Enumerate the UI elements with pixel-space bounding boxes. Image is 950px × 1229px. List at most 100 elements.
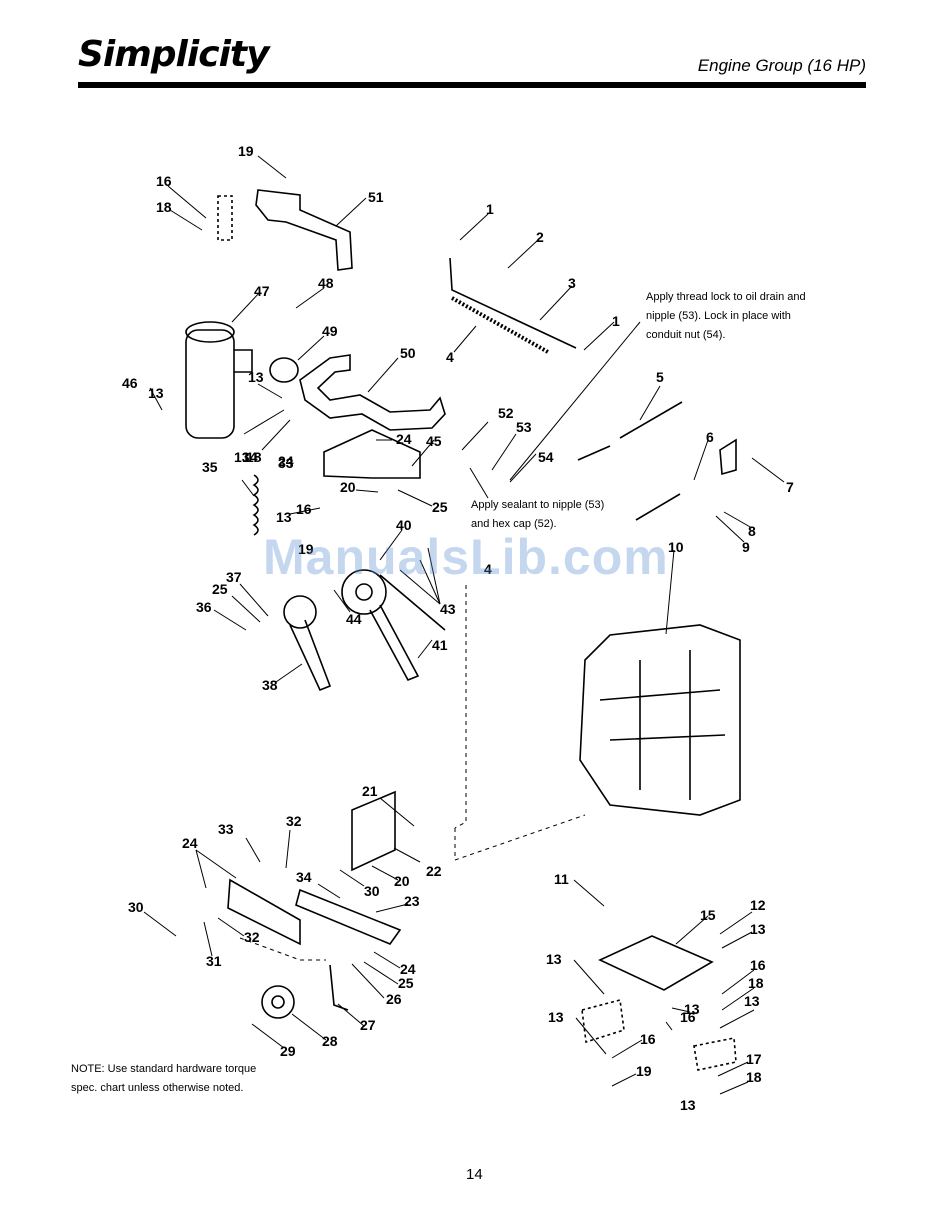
thread-lock-instruction: Apply thread lock to oil drain and nippl… (646, 291, 806, 341)
callout-label: 53 (516, 419, 532, 435)
callout-label: 24 (182, 835, 198, 851)
callout-label: 13 (248, 369, 264, 385)
page-header: Simplicity Engine Group (16 HP) (78, 30, 866, 92)
callout-label: 9 (742, 539, 750, 555)
leader-lines (143, 155, 785, 1095)
callout-label: 35 (202, 459, 218, 475)
part-idler-arm (289, 619, 332, 692)
callout-label: 13 (234, 449, 250, 465)
callout-label: 22 (426, 863, 442, 879)
callout-label: 24 (278, 453, 294, 469)
part-throttle-rod (635, 493, 681, 521)
callout-label: 3 (568, 275, 576, 291)
part-isolator (581, 998, 625, 1044)
sealant-instruction: Apply sealant to nipple (53) and hex cap… (471, 499, 605, 530)
callout-label: 21 (362, 783, 378, 799)
callout-label: 5 (656, 369, 664, 385)
callout-label: 18 (746, 1069, 762, 1085)
callout-labels: 1231456789101112131313131313131313131415… (122, 143, 794, 1113)
assembly-lines (239, 585, 586, 961)
callout-label: 40 (396, 517, 412, 533)
part-muffler-top (185, 321, 235, 343)
part-exhaust-pipe (299, 354, 446, 431)
part-arm-41 (379, 574, 446, 631)
part-engine-plate (598, 935, 714, 991)
part-pulley-large (341, 569, 387, 615)
callout-label: 20 (394, 873, 410, 889)
callout-label: 51 (368, 189, 384, 205)
callout-label: 20 (340, 479, 356, 495)
part-spring (252, 474, 259, 536)
callout-label: 10 (668, 539, 684, 555)
callout-label: 14 (242, 449, 258, 465)
watermark: ManualsLib.com (263, 529, 669, 585)
part-drawings (185, 189, 741, 1071)
page-number: 14 (466, 1166, 483, 1183)
callout-label: 30 (364, 883, 380, 899)
callout-label: 13 (750, 921, 766, 937)
callout-label: 8 (748, 523, 756, 539)
part-shield (269, 357, 299, 383)
callout-label: 13 (744, 993, 760, 1009)
callout-label: 18 (748, 975, 764, 991)
callout-label: 7 (786, 479, 794, 495)
callout-label: 16 (680, 1009, 696, 1025)
part-pulley-bottom-hub (271, 995, 285, 1009)
callout-label: 52 (498, 405, 514, 421)
callout-label: 24 (400, 961, 416, 977)
callout-label: 30 (128, 899, 144, 915)
callout-label: 13 (548, 1009, 564, 1025)
part-bracket-23 (295, 888, 402, 945)
callout-label: 38 (262, 677, 278, 693)
callout-label: 48 (318, 275, 334, 291)
callout-label: 45 (426, 433, 442, 449)
callout-label: 13 (684, 1001, 700, 1017)
callout-label: 11 (554, 871, 569, 887)
part-muffler-bracket (255, 189, 353, 271)
callout-label: 13 (276, 509, 292, 525)
callout-label: 13 (546, 951, 562, 967)
callout-label: 16 (640, 1031, 656, 1047)
callout-label: 15 (700, 907, 716, 923)
part-isolator-2 (693, 1037, 737, 1071)
callout-label: 25 (432, 499, 448, 515)
section-title: Engine Group (16 HP) (697, 56, 866, 75)
callout-label: 17 (746, 1051, 762, 1067)
part-dipstick-tube (577, 445, 611, 461)
callout-label: 16 (296, 501, 312, 517)
callout-label: 24 (396, 431, 412, 447)
callout-label: 33 (218, 821, 234, 837)
callout-label: 50 (400, 345, 416, 361)
callout-label: 36 (196, 599, 212, 615)
callout-label: 19 (238, 143, 254, 159)
callout-label: 46 (122, 375, 138, 391)
callout-label: 23 (404, 893, 420, 909)
callout-label: 6 (706, 429, 714, 445)
callout-label: 12 (750, 897, 766, 913)
callout-label: 25 (398, 975, 414, 991)
callout-label: 28 (322, 1033, 338, 1049)
callout-label: 4 (484, 561, 492, 577)
callout-label: 32 (244, 929, 260, 945)
callout-label: 43 (440, 601, 456, 617)
callout-label: 1 (486, 201, 494, 217)
part-pulley-bottom (261, 985, 295, 1019)
callout-label: 13 (680, 1097, 696, 1113)
callout-label: 1 (612, 313, 620, 329)
part-spring-rod (451, 296, 549, 354)
callout-label: 27 (360, 1017, 376, 1033)
callout-label: 49 (322, 323, 338, 339)
callout-label: 4 (446, 349, 454, 365)
part-muffler (185, 329, 235, 439)
callout-label: 54 (538, 449, 554, 465)
callout-label: 29 (280, 1043, 296, 1059)
part-idler-pulley (283, 595, 317, 629)
callout-label: 16 (750, 957, 766, 973)
callout-label: 34 (296, 869, 312, 885)
callout-label: 44 (346, 611, 362, 627)
part-throttle-bracket (719, 438, 737, 476)
callout-label: 19 (298, 541, 314, 557)
part-pulley-large-hub (355, 583, 373, 601)
part-bracket-32 (227, 878, 301, 946)
